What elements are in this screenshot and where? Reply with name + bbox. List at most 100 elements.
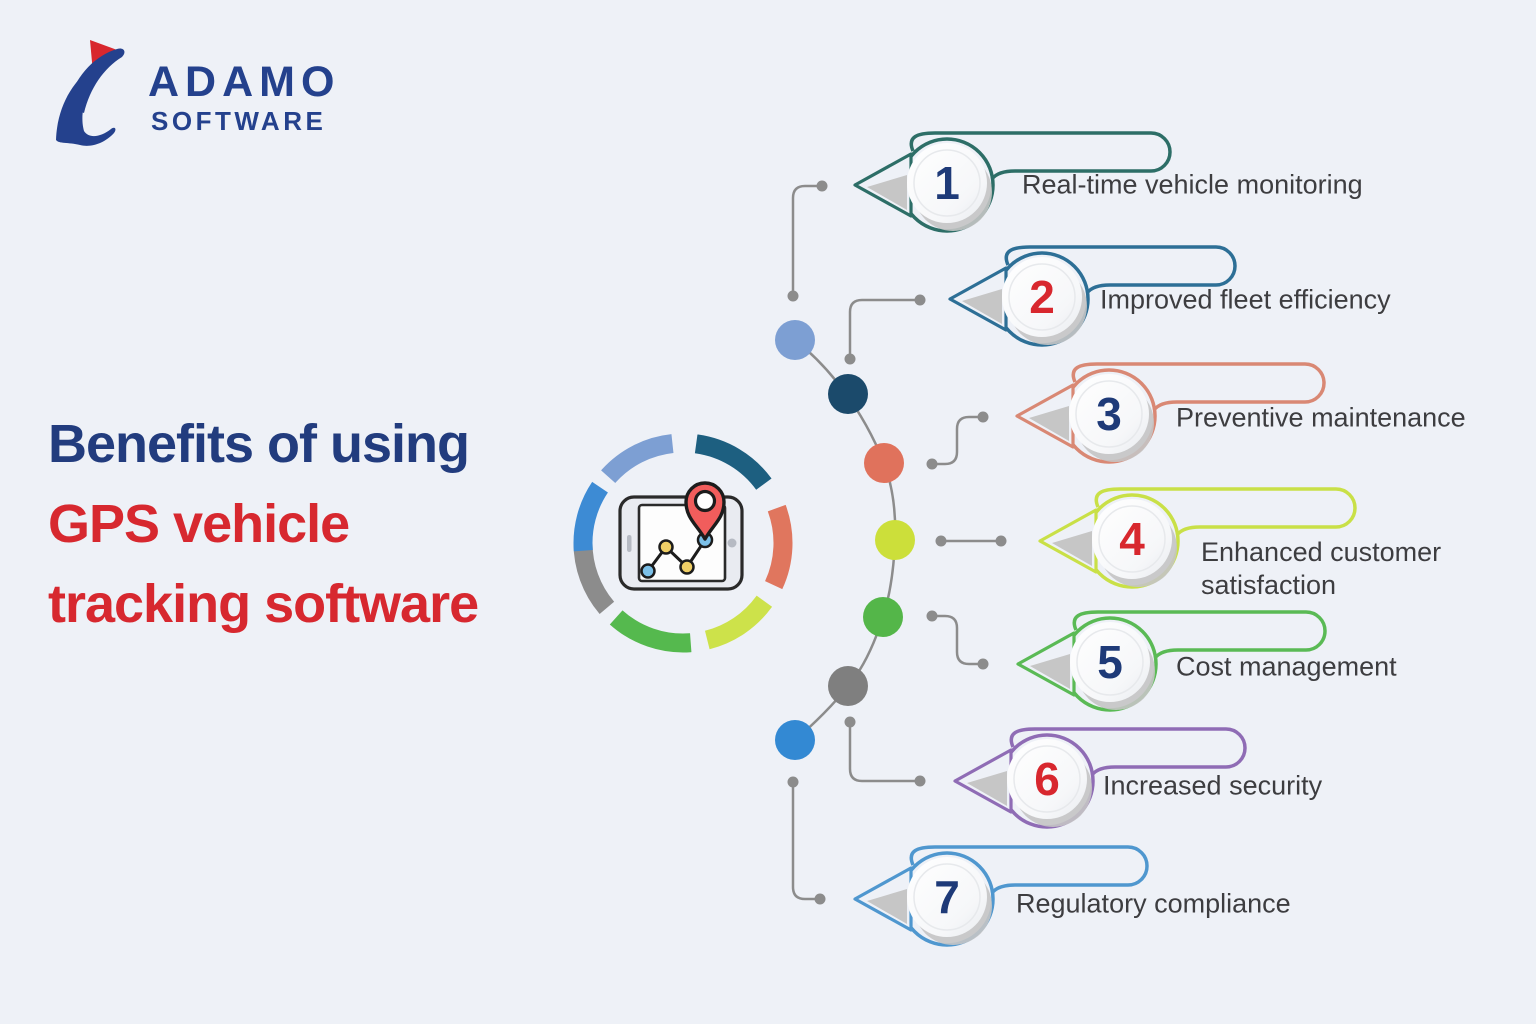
benefit-bubble-1: 1 xyxy=(853,131,1172,233)
ring-segment xyxy=(573,433,793,653)
ring-segment xyxy=(573,433,793,653)
number-ball xyxy=(907,857,987,937)
arrow-shadow xyxy=(867,889,907,924)
connector-line xyxy=(791,780,822,901)
timeline-dot-5 xyxy=(863,597,903,637)
benefit-bubble-4: 4 xyxy=(1038,487,1357,589)
timeline-dot-7 xyxy=(775,720,815,760)
timeline-dot-4 xyxy=(875,520,915,560)
number-ball xyxy=(1007,739,1087,819)
number-ball xyxy=(1069,374,1149,454)
number-ball xyxy=(1092,499,1172,579)
adamo-logo-icon xyxy=(56,40,125,146)
arrow-shadow xyxy=(1030,654,1070,689)
brand-name: ADAMO xyxy=(148,58,341,106)
item-number-3: 3 xyxy=(1096,388,1122,440)
title-line-1: Benefits of using xyxy=(48,414,470,474)
ball-inner-ring xyxy=(913,863,981,931)
item-label-7: Regulatory compliance xyxy=(1016,888,1291,919)
ball-inner-ring xyxy=(1008,263,1076,331)
item-number-5: 5 xyxy=(1097,636,1123,688)
connector-end-dot xyxy=(926,610,938,622)
item-number-7: 7 xyxy=(934,871,960,923)
bubble-tail xyxy=(1009,727,1247,777)
connector-end-dot xyxy=(914,294,926,306)
number-ball xyxy=(1002,257,1082,337)
connector-end-dot xyxy=(995,535,1007,547)
pin-hole xyxy=(693,489,717,513)
connector-end-dot xyxy=(914,775,926,787)
route-line xyxy=(646,539,707,572)
ring-segment xyxy=(573,433,793,653)
bubble-tail xyxy=(909,131,1172,181)
arrow-shadow xyxy=(1029,406,1069,441)
ball-inner-ring xyxy=(1075,380,1143,448)
connector-end-dot xyxy=(787,776,799,788)
arrow-shadow xyxy=(967,771,1007,806)
number-ball xyxy=(1070,622,1150,702)
gps-tablet-route-icon xyxy=(573,433,793,653)
bubble-tail xyxy=(1072,610,1327,660)
arrow-shadow xyxy=(1052,531,1092,566)
logo-swoosh-lower xyxy=(56,63,116,146)
item-label-4: Enhanced customer satisfaction xyxy=(1201,537,1442,600)
connector-line xyxy=(791,184,824,298)
bubble-tail xyxy=(1094,487,1357,537)
arrow-shadow xyxy=(867,175,907,210)
connector-end-dot xyxy=(935,535,947,547)
ball-inner-ring xyxy=(913,149,981,217)
benefit-bubble-5: 5 xyxy=(1016,610,1327,712)
item-label-3: Preventive maintenance xyxy=(1176,402,1466,433)
connector-end-dot xyxy=(844,353,856,365)
benefit-bubble-7: 7 xyxy=(853,845,1149,947)
title-line-3: tracking software xyxy=(48,574,479,634)
bubble-tail xyxy=(1004,245,1237,295)
number-ball xyxy=(907,143,987,223)
connector-lines xyxy=(787,180,1007,905)
route-dot xyxy=(658,539,674,555)
brand-subtitle: SOFTWARE xyxy=(151,106,327,136)
connector-end-dot xyxy=(814,893,826,905)
bubble-tail xyxy=(909,845,1149,895)
bubble-tail xyxy=(1071,362,1326,412)
ring-segment xyxy=(573,433,793,653)
timeline-dot-3 xyxy=(864,443,904,483)
connector-end-dot xyxy=(816,180,828,192)
benefit-bubble-2: 2 xyxy=(948,245,1237,347)
item-label-1: Real-time vehicle monitoring xyxy=(1022,169,1363,200)
item-number-6: 6 xyxy=(1034,753,1060,805)
connector-end-dot xyxy=(787,290,799,302)
connector-line xyxy=(930,614,985,666)
benefit-bubble-3: 3 xyxy=(1015,362,1326,464)
map-pin-icon xyxy=(684,481,726,541)
connector-line xyxy=(848,298,922,361)
item-number-2: 2 xyxy=(1029,271,1055,323)
connector-line xyxy=(848,720,922,783)
tablet-side-slot xyxy=(627,535,632,552)
item-label-6: Increased security xyxy=(1103,770,1323,801)
route-dot xyxy=(679,559,695,575)
ball-inner-ring xyxy=(1076,628,1144,696)
timeline-dots xyxy=(775,320,915,760)
timeline-dot-1 xyxy=(775,320,815,360)
connector-line xyxy=(930,415,985,466)
tablet-home-button xyxy=(727,538,737,548)
route-dot xyxy=(640,563,656,579)
connector-end-dot xyxy=(977,411,989,423)
connector-end-dot xyxy=(977,658,989,670)
page-title: Benefits of using GPS vehicle tracking s… xyxy=(48,404,479,644)
ring-segment xyxy=(573,433,793,653)
connector-end-dot xyxy=(844,716,856,728)
item-label-5: Cost management xyxy=(1176,651,1397,682)
title-line-2: GPS vehicle xyxy=(48,494,350,554)
ball-inner-ring xyxy=(1098,505,1166,573)
item-number-4: 4 xyxy=(1119,513,1145,565)
arrow-shadow xyxy=(962,289,1002,324)
ball-inner-ring xyxy=(1013,745,1081,813)
item-number-1: 1 xyxy=(934,157,960,209)
connector-end-dot xyxy=(926,458,938,470)
benefit-bubble-6: 6 xyxy=(953,727,1247,829)
item-label-2: Improved fleet efficiency xyxy=(1100,284,1391,315)
